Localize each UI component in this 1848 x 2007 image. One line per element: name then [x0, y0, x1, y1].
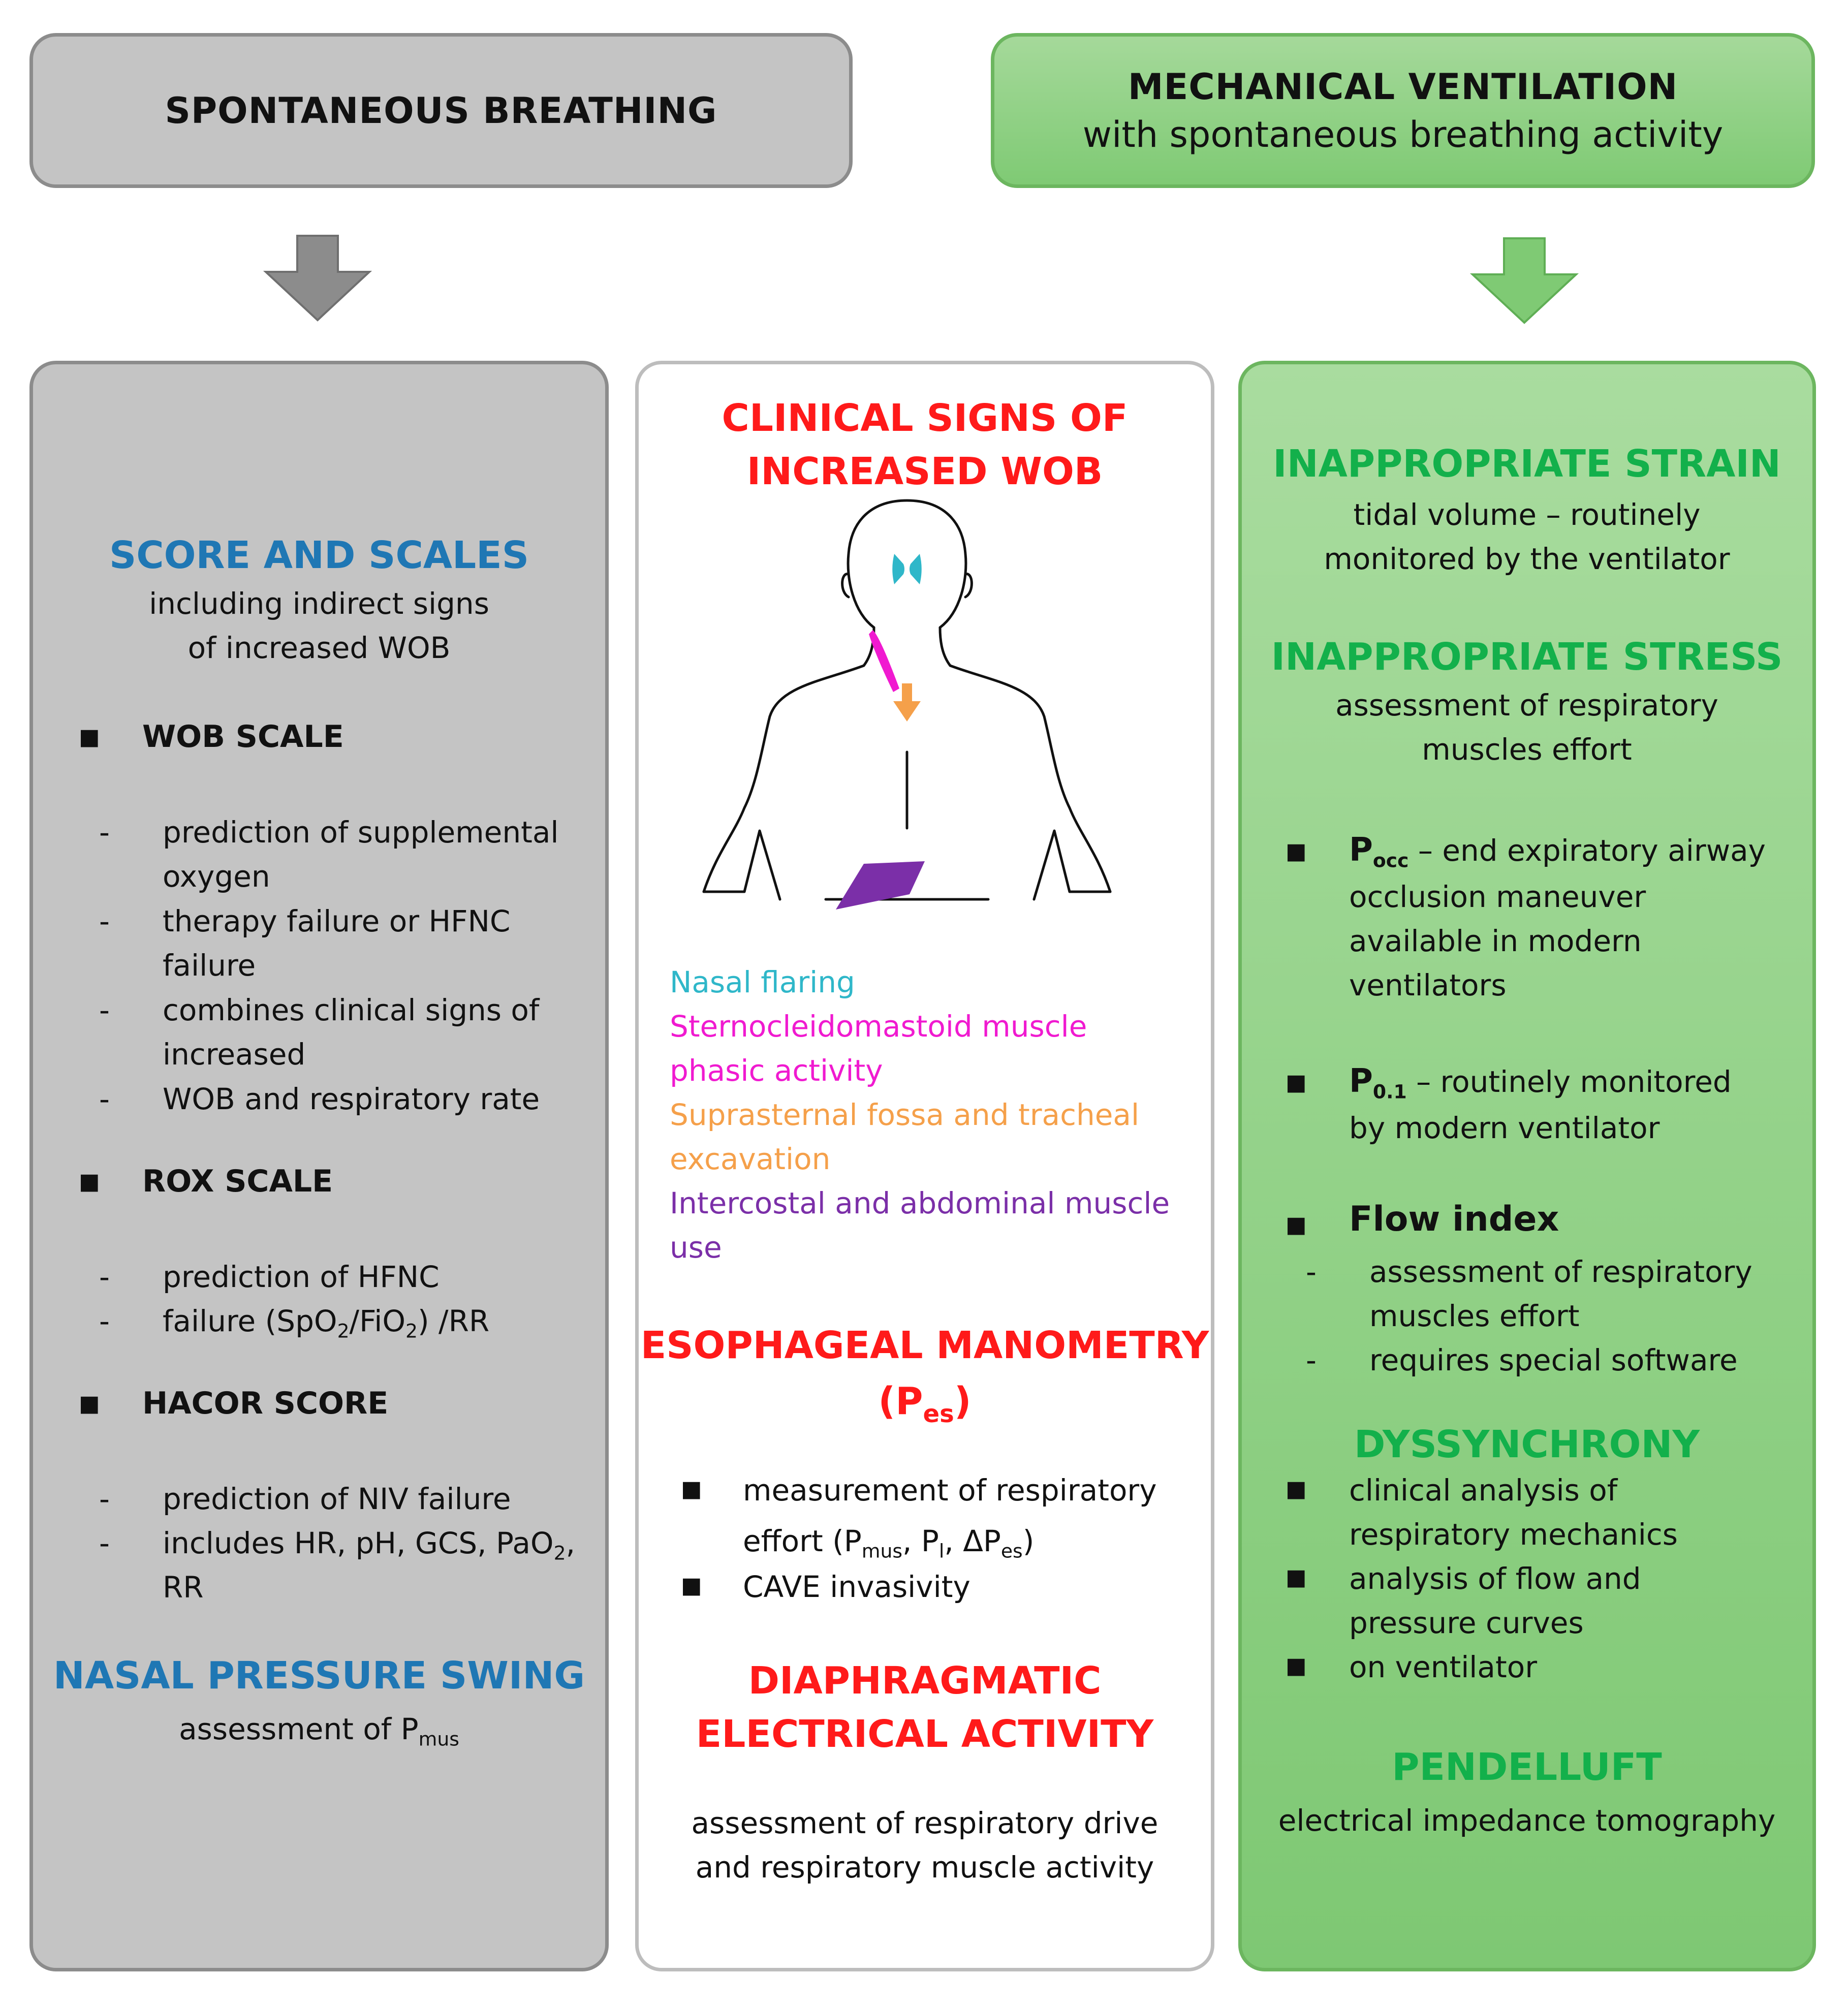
dash: - — [99, 993, 110, 1027]
sign-scm-1: Sternocleidomastoid muscle — [670, 1009, 1087, 1044]
wob-item-2: oxygen — [163, 859, 270, 894]
bullet-square: ■ — [681, 1476, 702, 1502]
dys-item-4: pressure curves — [1349, 1606, 1584, 1640]
bullet-square: ■ — [681, 1573, 702, 1598]
eso-item-3: CAVE invasivity — [743, 1570, 970, 1604]
dash: - — [99, 1304, 110, 1338]
sign-intercostal-2: use — [670, 1230, 722, 1265]
clinical-signs-title-2: INCREASED WOB — [746, 450, 1103, 493]
intercostal-marker — [836, 861, 925, 910]
bullet-square: ■ — [1286, 1653, 1307, 1679]
esophageal-manometry-title: ESOPHAGEAL MANOMETRY — [640, 1324, 1209, 1367]
clinical-signs-column — [635, 361, 1214, 1971]
flow-item-3: requires special software — [1369, 1343, 1738, 1377]
dys-item-1: clinical analysis of — [1349, 1473, 1618, 1508]
ventilation-column — [1238, 361, 1816, 1971]
dash: - — [1306, 1343, 1317, 1377]
rox-item-1: prediction of HFNC — [163, 1260, 440, 1294]
spontaneous-breathing-header: SPONTANEOUS BREATHING — [29, 33, 853, 188]
dys-item-2: respiratory mechanics — [1349, 1517, 1678, 1552]
flow-index-label: Flow index — [1349, 1199, 1559, 1239]
hacor-item-1: prediction of NIV failure — [163, 1482, 511, 1516]
score-scales-subtitle-2: of increased WOB — [187, 631, 451, 665]
sign-suprasternal-2: excavation — [670, 1142, 831, 1176]
wob-scale-label: WOB SCALE — [142, 719, 344, 755]
wob-item-3: therapy failure or HFNC — [163, 904, 511, 938]
scores-column — [29, 361, 609, 1971]
wob-item-4: failure — [163, 948, 256, 983]
pocc-line-2: occlusion maneuver — [1349, 880, 1646, 914]
bullet-square: ■ — [79, 1391, 100, 1417]
score-scales-subtitle-1: including indirect signs — [149, 586, 489, 621]
wob-item-6: increased — [163, 1037, 306, 1072]
strain-text-2: monitored by the ventilator — [1324, 542, 1730, 576]
pendelluft-text: electrical impedance tomography — [1278, 1803, 1776, 1838]
pocc-line-1: Pocc – end expiratory airway — [1349, 831, 1766, 872]
header-right-subtitle: with spontaneous breathing activity — [1082, 113, 1724, 155]
bullet-square: ■ — [1286, 1564, 1307, 1590]
header-left-title: SPONTANEOUS BREATHING — [165, 89, 717, 132]
bullet-square: ■ — [79, 1169, 100, 1195]
p01-line-2: by modern ventilator — [1349, 1111, 1660, 1145]
flow-item-2: muscles effort — [1369, 1299, 1580, 1333]
bullet-square: ■ — [1286, 1070, 1307, 1095]
diaphragmatic-text-2: and respiratory muscle activity — [695, 1850, 1154, 1885]
down-arrow-right-icon — [1469, 237, 1579, 324]
stress-text-2: muscles effort — [1422, 732, 1632, 767]
dash: - — [99, 815, 110, 850]
nasal-flaring-marker — [892, 554, 922, 584]
dys-item-3: analysis of flow and — [1349, 1561, 1641, 1596]
pocc-line-3: available in modern — [1349, 924, 1642, 958]
eso-item-1: measurement of respiratory — [743, 1473, 1157, 1508]
stress-text-1: assessment of respiratory — [1335, 688, 1718, 723]
clinical-signs-title-1: CLINICAL SIGNS OF — [722, 396, 1128, 440]
dash: - — [99, 1082, 110, 1116]
suprasternal-arrow — [893, 683, 921, 722]
nasal-pressure-swing-title: NASAL PRESSURE SWING — [53, 1654, 585, 1698]
wob-item-7: WOB and respiratory rate — [163, 1082, 540, 1116]
down-arrow-left-icon — [263, 235, 372, 322]
rox-item-2: failure (SpO2/FiO2) /RR — [163, 1304, 490, 1342]
eso-item-2: effort (Pmus, Pl, ΔPes) — [743, 1524, 1035, 1562]
dash: - — [1306, 1255, 1317, 1289]
bullet-square: ■ — [1286, 838, 1307, 864]
hacor-score-label: HACOR SCORE — [142, 1386, 389, 1421]
sign-nasal-flaring: Nasal flaring — [670, 965, 855, 999]
wob-item-5: combines clinical signs of — [163, 993, 540, 1027]
esophageal-manometry-pes: (Pes) — [878, 1379, 972, 1428]
dyssynchrony-title: DYSSYNCHRONY — [1354, 1423, 1700, 1466]
dash: - — [99, 1482, 110, 1516]
pocc-line-4: ventilators — [1349, 968, 1507, 1002]
dash: - — [99, 1526, 110, 1560]
header-right-title: MECHANICAL VENTILATION — [1127, 66, 1678, 108]
p01-line-1: P0.1 – routinely monitored — [1349, 1062, 1732, 1103]
rox-scale-label: ROX SCALE — [142, 1164, 333, 1199]
flow-item-1: assessment of respiratory — [1369, 1255, 1752, 1289]
bullet-square: ■ — [79, 724, 100, 750]
dash: - — [99, 1260, 110, 1294]
sign-suprasternal-1: Suprasternal fossa and tracheal — [670, 1097, 1140, 1132]
wob-item-1: prediction of supplemental — [163, 815, 559, 850]
nasal-pressure-swing-text: assessment of Pmus — [179, 1712, 459, 1750]
inappropriate-stress-title: INAPPROPRIATE STRESS — [1271, 635, 1783, 679]
hacor-item-2: includes HR, pH, GCS, PaO2, — [163, 1526, 575, 1564]
diaphragmatic-title-2: ELECTRICAL ACTIVITY — [696, 1712, 1154, 1756]
hacor-item-3: RR — [163, 1570, 204, 1605]
dash: - — [99, 904, 110, 938]
diaphragmatic-title-1: DIAPHRAGMATIC — [748, 1659, 1102, 1703]
dys-item-5: on ventilator — [1349, 1650, 1538, 1684]
bullet-square: ■ — [1286, 1212, 1307, 1238]
sternocleidomastoid-marker — [869, 630, 899, 692]
body-outline-illustration — [702, 499, 1112, 910]
score-scales-title: SCORE AND SCALES — [109, 534, 529, 577]
inappropriate-strain-title: INAPPROPRIATE STRAIN — [1273, 442, 1781, 486]
diaphragmatic-text-1: assessment of respiratory drive — [691, 1806, 1158, 1840]
sign-intercostal-1: Intercostal and abdominal muscle — [670, 1186, 1170, 1220]
sign-scm-2: phasic activity — [670, 1053, 883, 1088]
mechanical-ventilation-header: MECHANICAL VENTILATION with spontaneous … — [991, 33, 1815, 188]
bullet-square: ■ — [1286, 1476, 1307, 1502]
pendelluft-title: PENDELLUFT — [1392, 1745, 1662, 1789]
strain-text-1: tidal volume – routinely — [1353, 497, 1701, 532]
